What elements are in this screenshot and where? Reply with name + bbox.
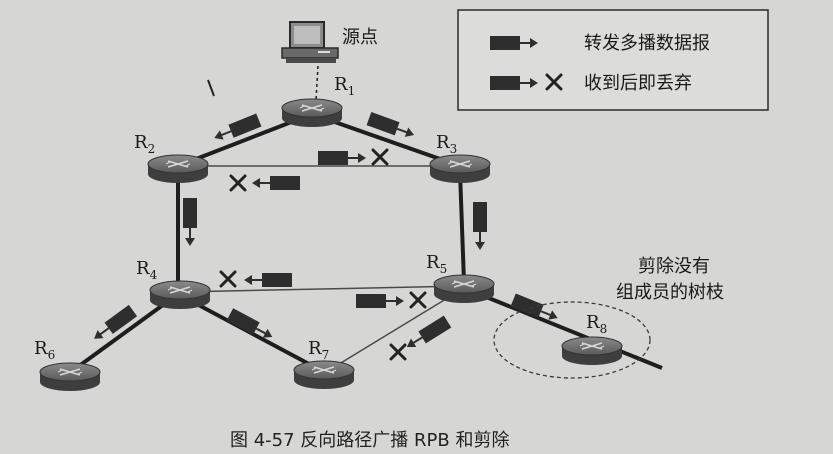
stray-mark (207, 79, 215, 97)
link-r5-r8 (463, 286, 663, 370)
router-label-r5: R5 (426, 252, 447, 276)
router-r7 (293, 360, 355, 390)
router-label-r6: R6 (34, 338, 55, 362)
source-label: 源点 (342, 27, 378, 48)
legend-forward-label: 转发多播数据报 (584, 33, 710, 54)
router-r6 (39, 362, 101, 392)
router-label-r7: R7 (308, 338, 329, 362)
prune-annotation-line2: 组成员的树枝 (616, 282, 724, 303)
router-label-r3: R3 (436, 132, 457, 156)
router-label-r4: R4 (136, 258, 158, 282)
link-r5-r7 (325, 287, 465, 373)
link-r3-r5 (458, 171, 466, 283)
router-label-r1: R1 (334, 74, 355, 98)
router-r2 (147, 154, 209, 184)
prune-annotation-line1: 剪除没有 (638, 256, 710, 277)
legend-box: 转发多播数据报 收到后即丢弃 (457, 9, 769, 111)
router-label-r8: R8 (586, 312, 607, 336)
link-r4-r6 (66, 292, 180, 376)
pruned-branch-outline (493, 301, 651, 379)
router-r1 (281, 98, 343, 128)
router-r3 (429, 154, 491, 184)
source-computer-icon (281, 21, 339, 63)
router-r8 (561, 336, 623, 366)
legend-discard-label: 收到后即丢弃 (584, 73, 692, 94)
router-label-r2: R2 (134, 132, 155, 156)
link-r4-r5 (179, 285, 465, 293)
figure-caption: 图 4-57 反向路径广播 RPB 和剪除 (230, 430, 509, 451)
router-r4 (149, 280, 211, 310)
router-r5 (433, 274, 495, 304)
